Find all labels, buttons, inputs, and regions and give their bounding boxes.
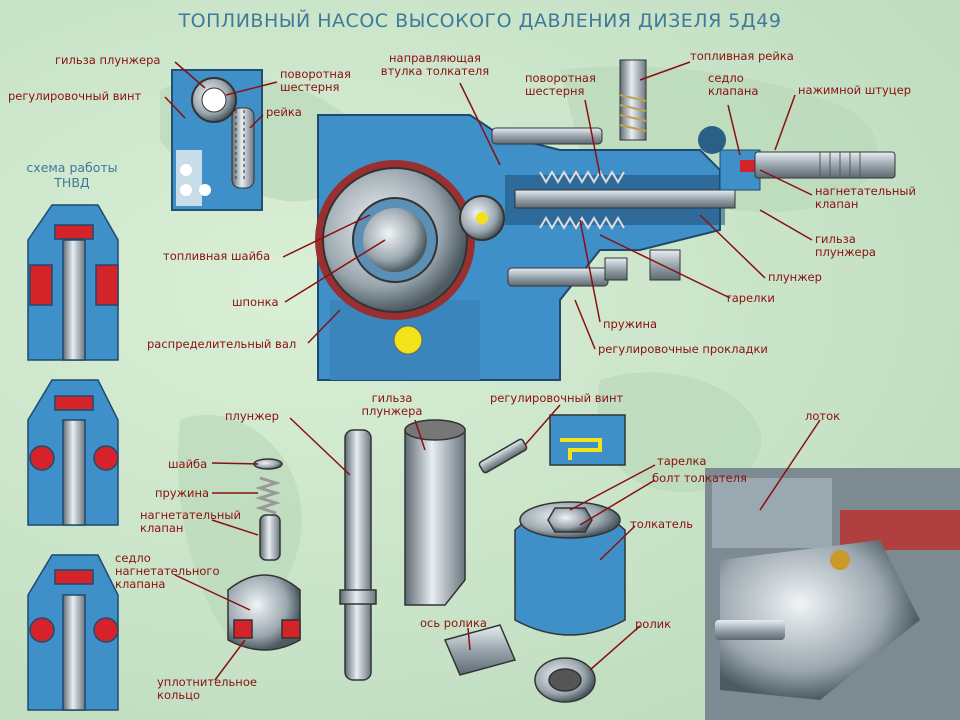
label-delivery-valve: нагнетательный клапан <box>815 184 916 211</box>
label-spring-bottom: пружина <box>155 486 210 500</box>
label-pressure-fitting: нажимной штуцер <box>798 83 911 97</box>
label-rack-left: рейка <box>266 105 302 119</box>
gear-detail-diagram <box>171 69 263 211</box>
label-delivery-valve-bottom: нагнетательный клапан <box>140 508 241 535</box>
label-valve-seat: седло клапана <box>708 71 759 98</box>
label-pusher-bolt: болт толкателя <box>652 471 747 485</box>
label-roller: ролик <box>635 617 672 631</box>
label-pusher: толкатель <box>630 517 693 531</box>
label-sealing-ring: уплотнительное кольцо <box>157 675 257 702</box>
label-rotary-gear-left: поворотная шестерня <box>280 67 351 94</box>
label-fuel-rack: топливная рейка <box>690 49 794 63</box>
page-title: ТОПЛИВНЫЙ НАСОС ВЫСОКОГО ДАВЛЕНИЯ ДИЗЕЛЯ… <box>178 10 782 32</box>
label-rotary-gear-center: поворотная шестерня <box>525 71 596 98</box>
label-plate-bottom: тарелка <box>657 454 707 468</box>
label-adjust-screw-bottom: регулировочный винт <box>490 391 624 405</box>
label-roller-axis: ось ролика <box>420 616 487 630</box>
scheme-title: схема работы ТНВД <box>26 160 118 190</box>
pump-body <box>315 59 896 381</box>
label-adjust-shims: регулировочные прокладки <box>598 342 768 356</box>
label-guide-sleeve: направляющая втулка толкателя <box>380 51 490 78</box>
label-plunger-right: плунжер <box>768 270 822 284</box>
label-plates: тарелки <box>725 291 775 305</box>
label-plunger-sleeve-top: гильза плунжера <box>55 53 161 67</box>
label-plunger-sleeve-bottom: гильза плунжера <box>361 391 423 418</box>
label-key: шпонка <box>232 295 279 309</box>
label-valve-seat-bottom: седло нагнетательного клапана <box>115 551 220 591</box>
label-plunger-sleeve-right: гильза плунжера <box>815 232 876 259</box>
label-tray: лоток <box>805 409 841 423</box>
label-washer: шайба <box>168 457 208 471</box>
label-adjust-screw-top: регулировочный винт <box>8 89 142 103</box>
label-plunger-bottom: плунжер <box>225 409 279 423</box>
label-fuel-washer: топливная шайба <box>163 249 271 263</box>
leader-lines <box>164 61 821 681</box>
assembly-photo <box>705 468 960 720</box>
label-spring-center: пружина <box>603 317 658 331</box>
operation-scheme <box>27 204 119 711</box>
label-camshaft: распределительный вал <box>147 337 297 351</box>
exploded-parts <box>227 414 626 703</box>
